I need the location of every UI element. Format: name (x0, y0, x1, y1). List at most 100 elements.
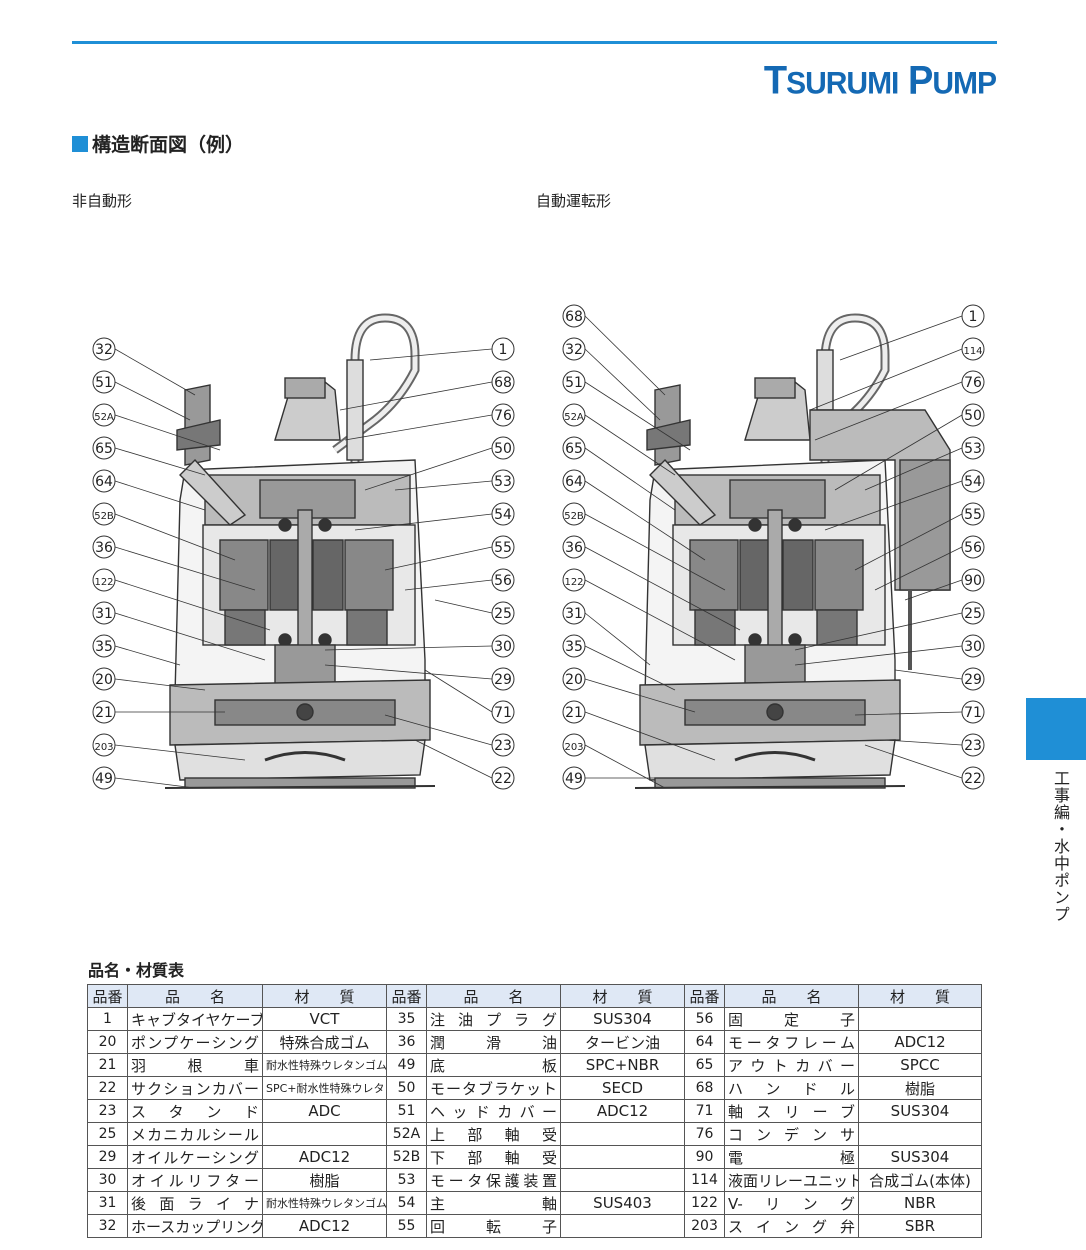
material-cell (560, 1214, 685, 1238)
callout-number: 50 (964, 408, 982, 424)
callout-number: 54 (494, 507, 512, 523)
callout-number: 68 (565, 309, 583, 325)
callout-leader-line (114, 381, 191, 421)
callout-leader-line (434, 599, 493, 614)
callout-circle (961, 535, 985, 559)
callout-leader-line (874, 546, 963, 591)
callout-circle (491, 370, 515, 394)
part-name-cell: オイルケーシング (127, 1145, 263, 1169)
callout-number: 32 (565, 342, 583, 358)
callout-circle (961, 733, 985, 757)
callout-number: 29 (494, 672, 512, 688)
callout-leader-line (584, 381, 691, 451)
callout-leader-line (114, 744, 246, 761)
callout-number: 35 (565, 639, 583, 655)
part-name-cell: 主軸 (426, 1191, 561, 1215)
callout-leader-line (324, 645, 493, 651)
callout-number: 31 (565, 606, 583, 622)
part-name-cell: オイルリフター (127, 1168, 263, 1192)
callout-leader-line (584, 348, 661, 421)
material-cell (560, 1122, 685, 1146)
callout-circle (961, 634, 985, 658)
callout-number: 52B (564, 511, 584, 522)
part-number-cell: 21 (87, 1053, 128, 1077)
callout-number: 64 (565, 474, 583, 490)
callout-circle (92, 436, 116, 460)
callout-leader-line (584, 612, 651, 666)
part-number-cell: 114 (684, 1168, 725, 1192)
callout-number: 51 (95, 375, 113, 391)
callout-circle (961, 403, 985, 427)
part-number-cell: 35 (386, 1007, 427, 1031)
callout-circle (491, 469, 515, 493)
callout-circle (92, 634, 116, 658)
callout-circle (491, 601, 515, 625)
part-name-cell: ポンプケーシング (127, 1030, 263, 1054)
material-cell: ADC12 (858, 1030, 982, 1054)
callout-circle (961, 304, 985, 328)
callout-number: 29 (964, 672, 982, 688)
callout-leader-line (114, 447, 206, 476)
callout-number: 53 (494, 474, 512, 490)
callout-leader-line (584, 678, 696, 713)
table-header-cell: 品 名 (127, 984, 263, 1008)
callout-number: 23 (964, 738, 982, 754)
part-number-cell: 90 (684, 1145, 725, 1169)
callout-number: 21 (95, 705, 113, 721)
callout-number: 55 (964, 507, 982, 523)
callout-leader-line (584, 711, 716, 761)
table-header-cell: 品 名 (426, 984, 561, 1008)
material-cell (858, 1122, 982, 1146)
callout-circle (961, 469, 985, 493)
part-name-cell: モータフレーム (724, 1030, 859, 1054)
callout-circle (491, 535, 515, 559)
callout-number: 54 (964, 474, 982, 490)
callout-leader-line (839, 315, 963, 361)
part-name-cell: 上部軸受 (426, 1122, 561, 1146)
callout-circle (961, 502, 985, 526)
callout-number: 64 (95, 474, 113, 490)
cross-section-diagram-manual: 325152A656452B36122313520212034916876505… (92, 313, 515, 790)
section-tab[interactable] (1026, 698, 1086, 760)
callout-circle (491, 502, 515, 526)
callout-leader-line (114, 612, 266, 661)
callout-number: 23 (494, 738, 512, 754)
callout-number: 21 (565, 705, 583, 721)
callout-number: 32 (95, 342, 113, 358)
callout-circle (491, 568, 515, 592)
callout-leader-line (424, 669, 493, 713)
callout-number: 71 (964, 705, 982, 721)
callout-circle (562, 436, 586, 460)
material-cell: SPCC (858, 1053, 982, 1077)
callout-leader-line (864, 744, 963, 779)
part-name-cell: V-リング (724, 1191, 859, 1215)
callout-circle (92, 502, 116, 526)
callout-leader-line (414, 739, 493, 779)
part-name-cell: スイング弁 (724, 1214, 859, 1238)
material-cell: NBR (858, 1191, 982, 1215)
callout-circle (562, 403, 586, 427)
callout-leader-line (794, 645, 963, 666)
material-cell: SUS304 (858, 1099, 982, 1123)
callout-circle (961, 337, 985, 361)
callout-leader-line (114, 645, 181, 666)
callout-number: 22 (964, 771, 982, 787)
part-number-cell: 51 (386, 1099, 427, 1123)
material-cell: SUS304 (560, 1007, 685, 1031)
callout-circle (961, 667, 985, 691)
callout-circle (92, 601, 116, 625)
callout-circle (961, 370, 985, 394)
callout-leader-line (584, 744, 666, 789)
part-number-cell: 122 (684, 1191, 725, 1215)
part-number-cell: 29 (87, 1145, 128, 1169)
part-name-cell: ハンドル (724, 1076, 859, 1100)
callout-leader-line (894, 669, 963, 680)
callout-leader-line (344, 414, 493, 441)
part-number-cell: 50 (386, 1076, 427, 1100)
callout-number: 51 (565, 375, 583, 391)
callout-number: 114 (963, 346, 982, 357)
callout-circle (562, 766, 586, 790)
